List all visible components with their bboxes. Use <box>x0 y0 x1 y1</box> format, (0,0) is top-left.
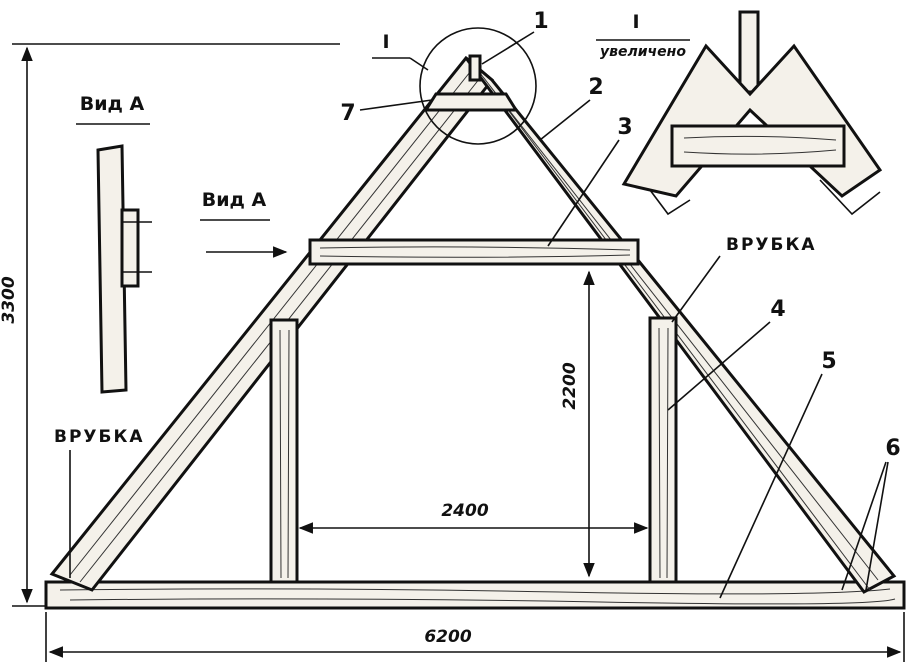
width-inner-label: 2400 <box>441 501 488 521</box>
part-1-leader <box>481 31 535 65</box>
notch-left-label: ВРУБКА <box>54 427 145 447</box>
part-7-leader <box>359 99 433 111</box>
enlarged-caption: увеличено <box>600 44 686 60</box>
detail-leader <box>409 57 429 71</box>
ridge-post <box>468 54 482 82</box>
part-4-leader <box>667 321 771 411</box>
total-width-dimension <box>45 612 905 662</box>
part-3-label: 3 <box>617 115 632 140</box>
part-7-label: 7 <box>340 101 355 126</box>
collar-tie <box>308 238 640 266</box>
part-6-leader-a <box>841 461 887 591</box>
right-strut <box>648 316 678 584</box>
height-clear-label: 2200 <box>560 362 580 409</box>
part-3-leader <box>547 139 620 247</box>
detail-mark-label: I <box>382 31 389 53</box>
ridge-gusset <box>423 92 519 112</box>
notch-right-leader <box>671 255 721 323</box>
height-total-label: 3300 <box>0 276 19 323</box>
view-a-title: Вид А <box>80 93 145 115</box>
view-a-section <box>96 144 152 394</box>
part-5-leader <box>719 373 823 599</box>
part-1-label: 1 <box>533 9 548 34</box>
detail-circle <box>419 27 537 145</box>
part-2-leader <box>539 99 591 141</box>
part-2-label: 2 <box>588 75 603 100</box>
view-a-arrow-label: Вид А <box>202 189 267 211</box>
part-6-label: 6 <box>885 436 900 461</box>
left-strut <box>269 318 299 584</box>
part-5-label: 5 <box>821 349 836 374</box>
part-4-label: 4 <box>770 297 785 322</box>
part-6-leader-b <box>865 461 889 591</box>
bottom-chord <box>44 580 906 610</box>
enlarged-detail <box>621 10 883 216</box>
width-total-label: 6200 <box>424 627 471 647</box>
enlarged-mark-label: I <box>632 11 639 33</box>
notch-right-label: ВРУБКА <box>726 235 817 255</box>
